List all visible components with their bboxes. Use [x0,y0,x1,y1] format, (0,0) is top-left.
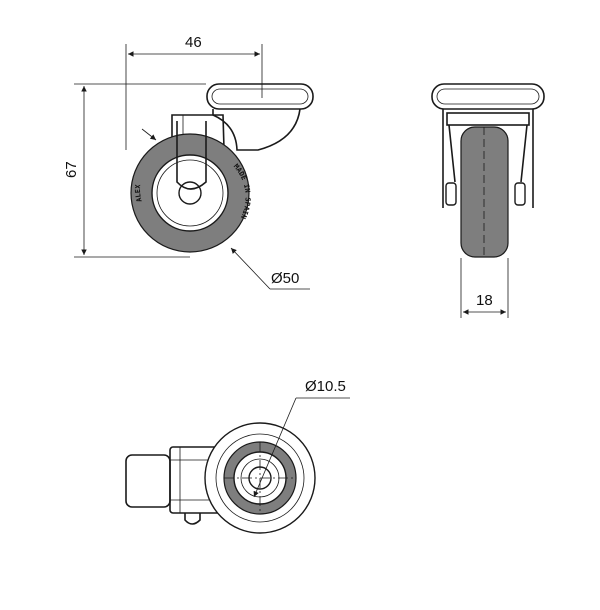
side-top-plate-inner [211,88,309,105]
dimension-diameter-10-5-label: Ø10.5 [305,378,346,395]
side-wheel-hub-ring [156,159,224,227]
front-top-plate [431,83,545,110]
side-top-plate [206,83,314,110]
top-wheel-edge [184,513,201,525]
side-bracket [212,108,301,151]
dimension-diameter-10-5: Ø10.5 [253,378,350,498]
side-view: ALEX MADE IN SPAIN [130,83,314,253]
dimension-18: 18 [460,258,509,318]
front-axle-right [514,182,526,206]
front-fork [442,109,534,208]
front-top-plate-inner [436,88,540,105]
top-view [125,422,316,534]
front-fork-sides [448,124,528,183]
front-wheel [460,126,509,258]
dimension-18-label: 18 [476,292,493,309]
front-view [431,83,545,258]
dimension-67: 67 [63,83,206,258]
dimension-diameter-50-label: Ø50 [271,270,299,287]
dimension-46: 46 [125,34,263,150]
side-leader [141,128,157,141]
side-axle [178,181,202,205]
top-ring-2 [215,433,305,523]
side-fork-front [176,121,207,190]
front-axle-left [445,182,457,206]
dimension-diameter-50: Ø50 [230,247,310,290]
dimension-46-label: 46 [185,34,202,51]
dimension-67-label: 67 [63,161,80,178]
top-plate-profile [125,454,171,508]
front-fork-block [446,112,530,126]
